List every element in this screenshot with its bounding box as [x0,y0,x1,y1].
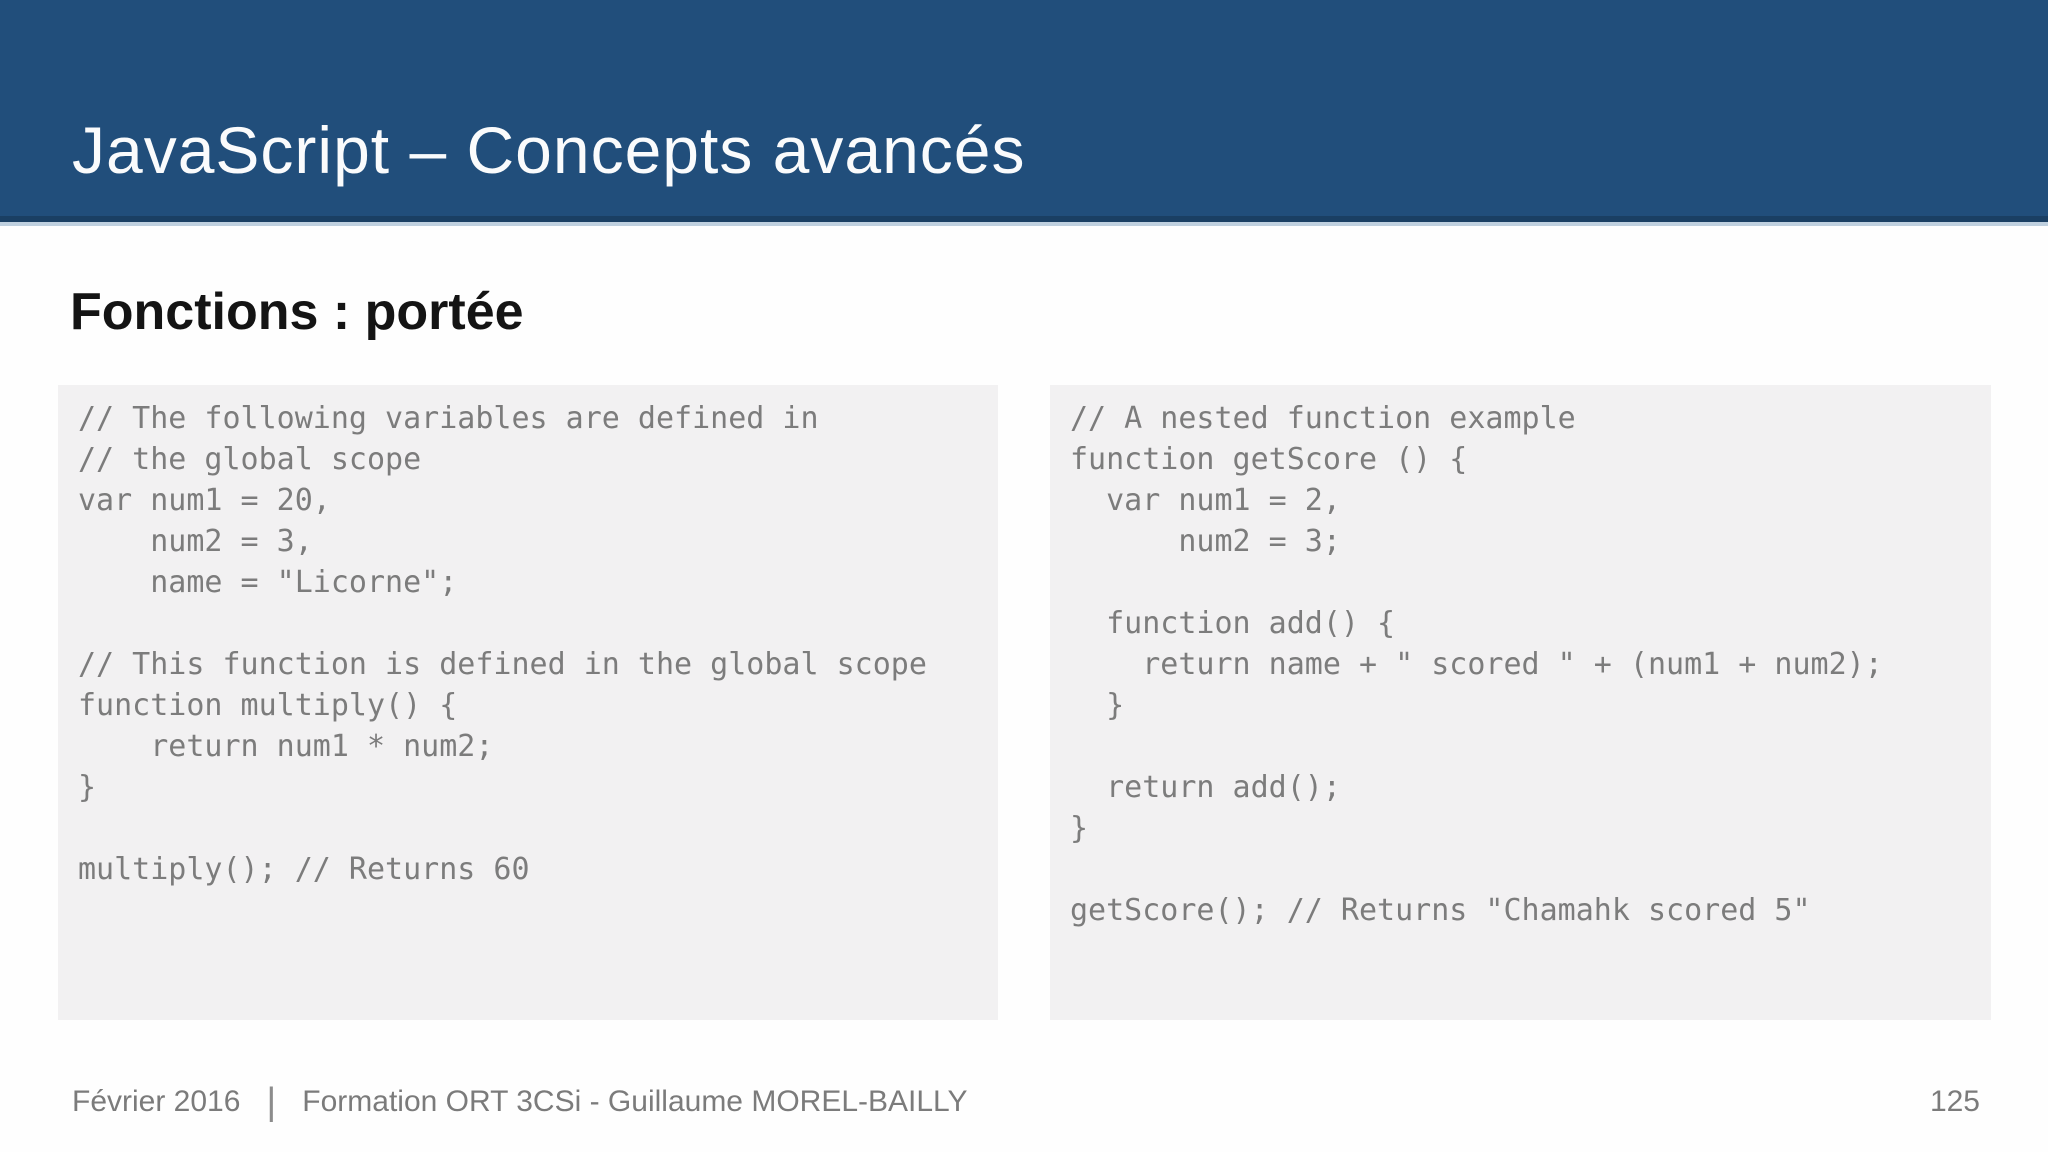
footer-credit: Formation ORT 3CSi - Guillaume MOREL-BAI… [302,1085,968,1118]
slide-title: JavaScript – Concepts avancés [72,113,1026,187]
code-block-nested-function: // A nested function example function ge… [1050,385,1991,1020]
slide-footer: Février 2016 | Formation ORT 3CSi - Guil… [72,1078,968,1126]
footer-date: Février 2016 [72,1085,241,1118]
code-block-global-scope: // The following variables are defined i… [58,385,998,1020]
code-text-global-scope: // The following variables are defined i… [78,401,927,887]
page-number: 125 [1929,1085,1980,1118]
footer-separator: | [266,1081,277,1123]
section-heading: Fonctions : portée [70,283,524,341]
code-text-nested-function: // A nested function example function ge… [1070,401,1883,928]
slide-header-band: JavaScript – Concepts avancés [0,0,2048,226]
